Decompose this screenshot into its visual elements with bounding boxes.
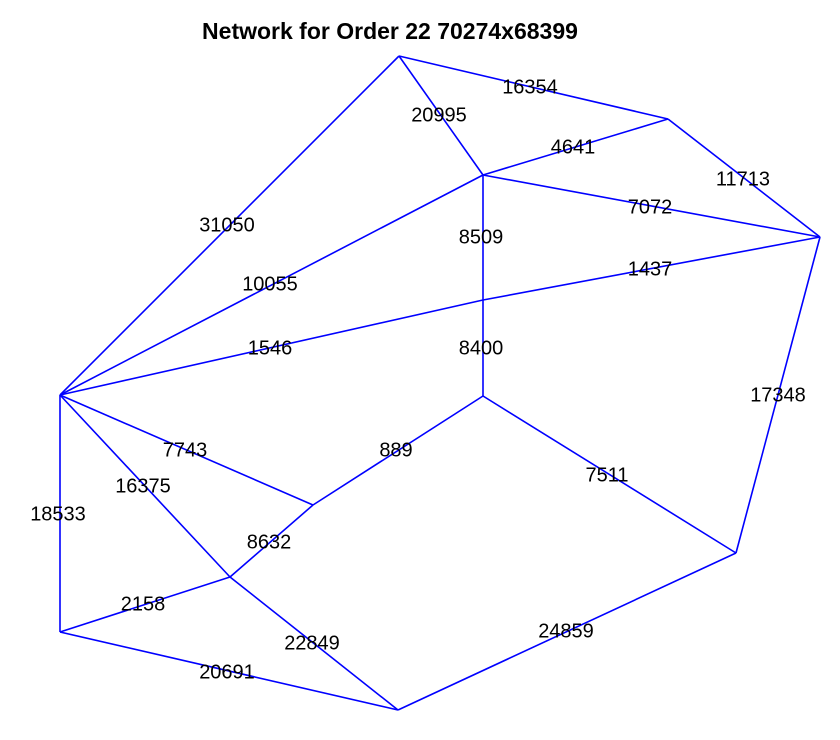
edge-label-K-J: 2158 xyxy=(121,593,166,615)
edge-A-H xyxy=(59,55,400,396)
edge-label-E-F: 8400 xyxy=(459,337,504,359)
edge-E-C xyxy=(482,236,821,301)
edge-label-F-G: 7511 xyxy=(585,464,628,486)
edge-label-D-C: 7072 xyxy=(628,196,673,218)
edge-E-H xyxy=(59,299,484,396)
edge-F-G xyxy=(482,395,737,554)
edge-I-J xyxy=(229,504,314,578)
edge-label-F-I: 889 xyxy=(379,439,412,461)
edge-label-I-H: 7743 xyxy=(163,439,208,461)
edge-D-H xyxy=(59,174,484,396)
edge-I-H xyxy=(59,394,314,506)
edge-F-I xyxy=(312,395,484,506)
edge-K-J xyxy=(59,576,231,633)
edge-D-C xyxy=(482,174,821,238)
edge-label-B-D: 4641 xyxy=(551,136,596,158)
edge-label-A-B: 16354 xyxy=(502,76,558,98)
edge-label-E-H: 1546 xyxy=(248,337,293,359)
edge-label-B-C: 11713 xyxy=(716,168,770,190)
edge-K-L xyxy=(59,631,399,711)
edge-label-C-G: 17348 xyxy=(750,384,806,406)
diagram-title: Network for Order 22 70274x68399 xyxy=(202,18,578,44)
edge-label-H-K: 18533 xyxy=(30,503,86,525)
edge-label-J-L: 22849 xyxy=(284,632,340,654)
edge-label-D-H: 10055 xyxy=(242,273,298,295)
edge-H-J xyxy=(59,394,231,578)
edge-label-H-J: 16375 xyxy=(115,475,171,497)
edge-label-I-J: 8632 xyxy=(247,531,292,553)
edge-label-E-C: 1437 xyxy=(628,258,673,280)
edge-A-D xyxy=(398,55,484,176)
edge-label-A-D: 20995 xyxy=(411,104,467,126)
edge-label-D-E: 8509 xyxy=(459,226,504,248)
edge-C-G xyxy=(735,236,821,554)
edge-A-B xyxy=(398,55,669,120)
edge-J-L xyxy=(229,576,399,711)
edge-label-A-H: 31050 xyxy=(199,214,255,236)
edge-G-L xyxy=(397,552,737,711)
edge-B-C xyxy=(667,118,821,238)
edge-label-K-L: 20691 xyxy=(199,661,255,683)
edge-B-D xyxy=(482,118,669,176)
edge-label-G-L: 24859 xyxy=(538,620,594,642)
